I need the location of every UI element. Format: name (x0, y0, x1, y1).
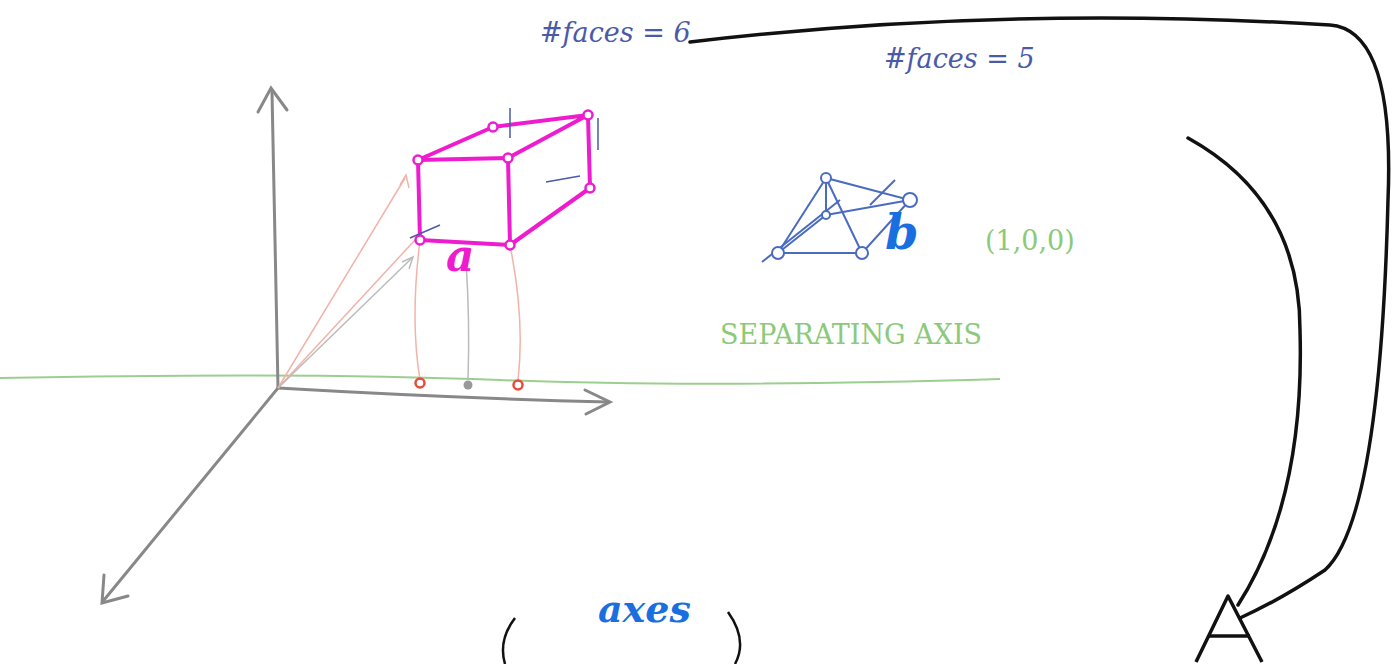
projection-dot (464, 381, 473, 390)
note-text: axes (598, 588, 691, 630)
triangle-symbol (1196, 596, 1262, 662)
axis-caption: SEPARATING AXIS (720, 320, 982, 350)
face-count-note: #faces = 5 (884, 44, 1035, 74)
projection-dot (514, 381, 523, 390)
separating-axis-line (0, 375, 1000, 383)
face-count-note: #faces = 6 (540, 18, 691, 48)
coordinate-axes (102, 88, 610, 603)
gray-vector (278, 257, 469, 388)
axis-vector: (1,0,0) (985, 226, 1075, 256)
face-normals (410, 108, 598, 238)
shape-name: b (885, 206, 919, 259)
projection-vectors (278, 175, 520, 388)
shape-name: a (446, 232, 475, 280)
curved-arrow (690, 18, 1389, 618)
cube-shape (418, 115, 590, 245)
projection-dot (416, 379, 425, 388)
cube-vertex (414, 111, 595, 250)
